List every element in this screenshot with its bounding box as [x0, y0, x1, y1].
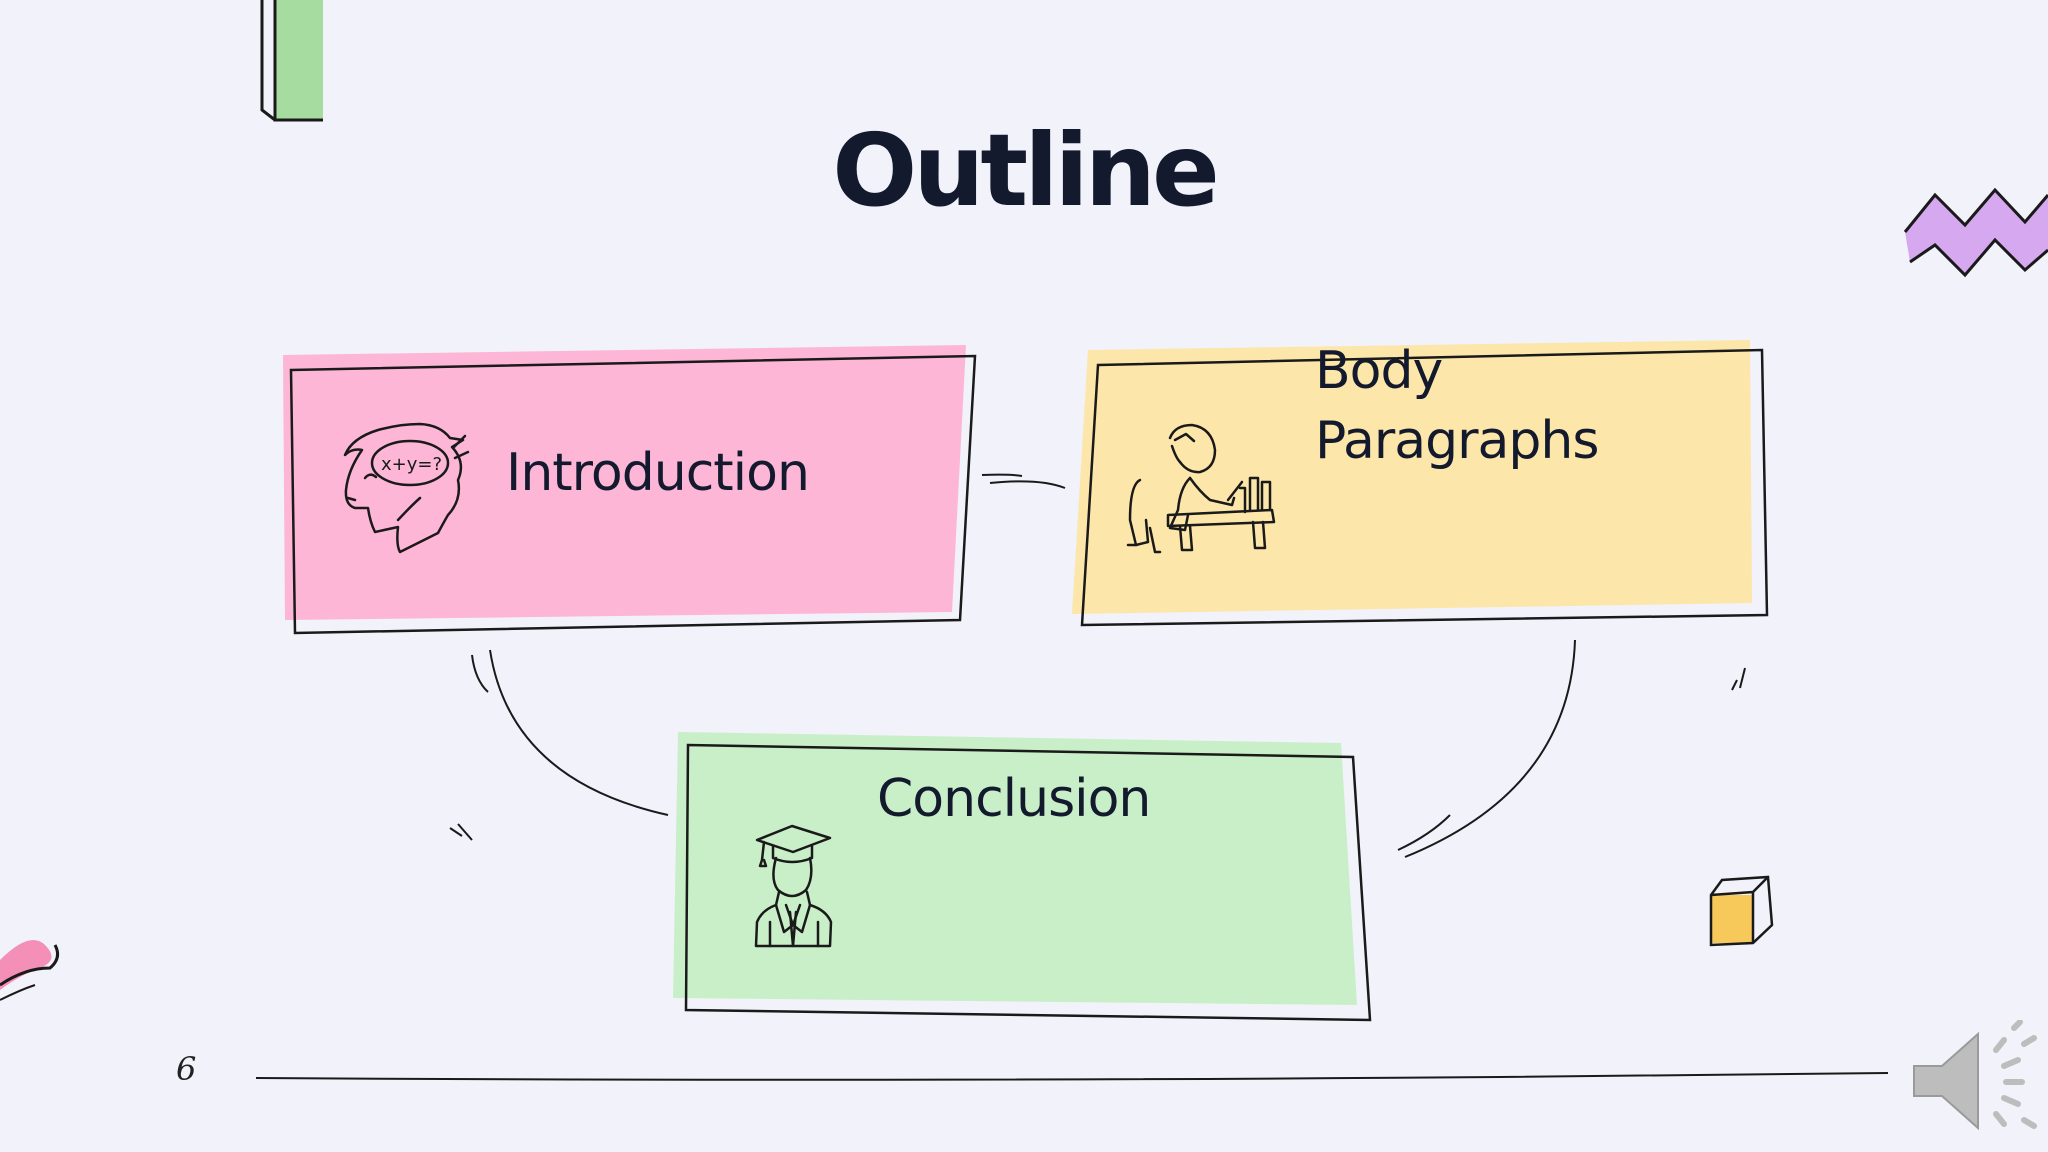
footer-rule [255, 1072, 1889, 1081]
svg-text:x+y=?: x+y=? [381, 454, 442, 475]
graduate-icon [754, 824, 833, 948]
thinking-head-icon: x+y=? [343, 422, 470, 554]
pink-wave-shape [0, 940, 60, 1001]
green-pillar-shape [260, 0, 323, 122]
conclusion-label: Conclusion [877, 769, 1151, 829]
body-paragraphs-label: Body Paragraphs [1315, 336, 1599, 476]
body-paragraphs-card[interactable] [1072, 340, 1769, 627]
body-label-line-2: Paragraphs [1315, 411, 1599, 471]
connector-lines [449, 473, 1746, 858]
body-label-line-1: Body [1315, 341, 1443, 401]
yellow-cube-shape [1709, 875, 1774, 947]
speaker-icon[interactable] [1906, 1020, 2042, 1142]
purple-zigzag-shape [1903, 187, 2048, 278]
introduction-card[interactable] [283, 345, 977, 635]
introduction-label: Introduction [506, 443, 810, 503]
page-number: 6 [176, 1050, 197, 1088]
conclusion-card[interactable] [673, 732, 1372, 1022]
student-writing-icon [1126, 423, 1276, 554]
slide-title: Outline [832, 112, 1220, 229]
